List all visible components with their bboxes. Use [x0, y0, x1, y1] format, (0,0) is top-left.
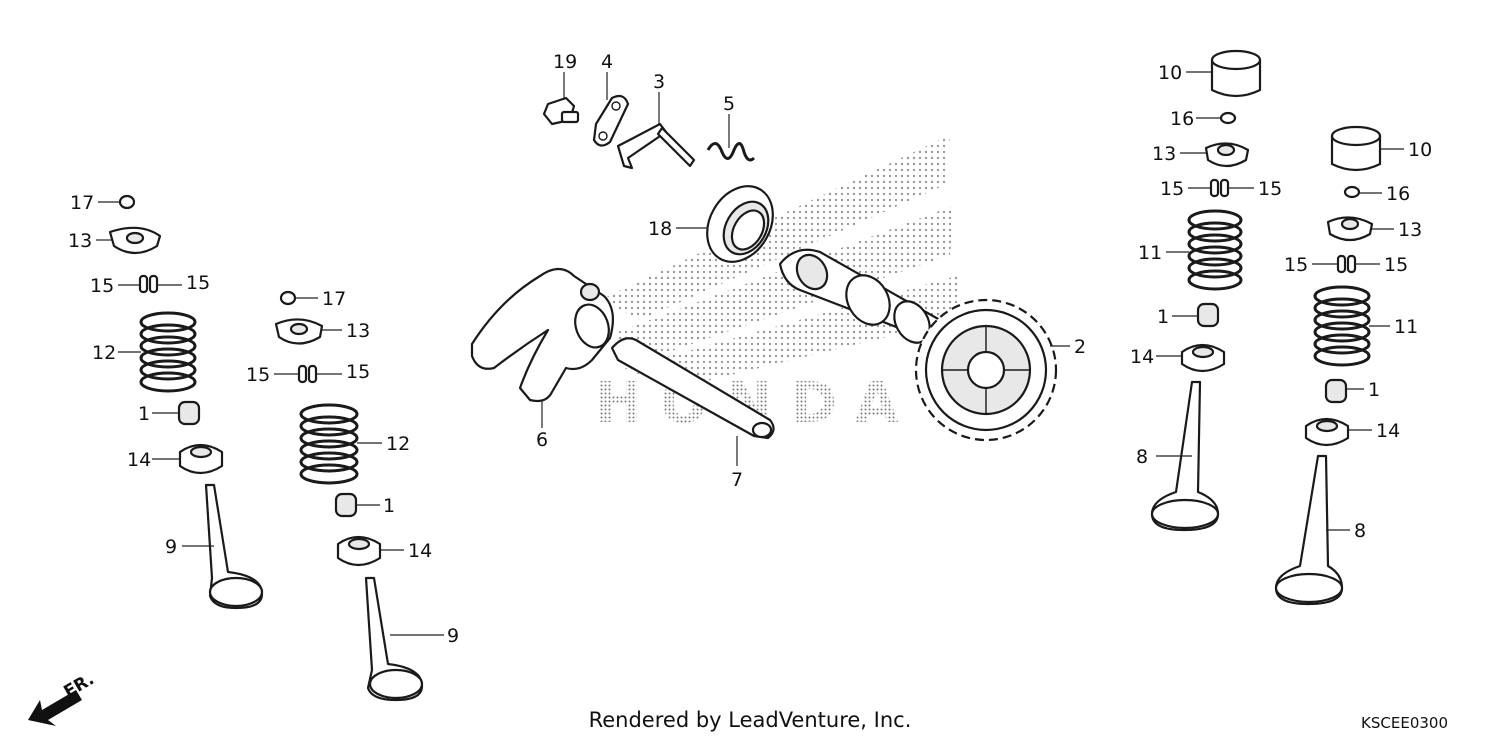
cotters-15c	[1209, 178, 1230, 198]
valve-9a	[204, 483, 264, 610]
seat-14c	[1180, 343, 1226, 373]
label-15-left-a1: 15	[90, 275, 114, 297]
cotters-15a	[138, 274, 159, 294]
diagram-code: KSCEE0300	[1361, 714, 1448, 732]
cam-sprocket-2	[914, 298, 1058, 442]
label-15-left-b1: 15	[246, 364, 270, 386]
label-16-right-b: 16	[1386, 183, 1410, 205]
label-6: 6	[536, 429, 548, 451]
spring-11a	[1187, 209, 1243, 291]
camshaft	[778, 248, 942, 344]
seat-14d	[1304, 417, 1350, 447]
tappet-10b	[1330, 125, 1382, 172]
honda-watermark: HONDA	[595, 135, 960, 436]
label-13-left-b: 13	[346, 320, 370, 342]
label-11-right-b: 11	[1394, 316, 1418, 338]
label-1-left-a: 1	[138, 403, 150, 425]
label-10-right-a: 10	[1158, 62, 1182, 84]
spring-12a	[139, 311, 197, 393]
label-14-right-a: 14	[1130, 346, 1154, 368]
label-3: 3	[653, 71, 665, 93]
bolt-19	[542, 96, 580, 126]
right-valve-assembly-b	[1274, 125, 1382, 606]
retainer-13b	[274, 318, 324, 345]
valve-9b	[364, 576, 424, 702]
spring-5	[706, 142, 756, 162]
arrow-left-down-icon	[28, 690, 82, 726]
bearing-18	[706, 185, 774, 263]
label-14-left-b: 14	[408, 540, 432, 562]
cotters-15d	[1336, 254, 1357, 274]
label-15-left-b2: 15	[346, 361, 370, 383]
label-1-left-b: 1	[383, 495, 395, 517]
leader-lines	[96, 71, 1404, 636]
label-4: 4	[601, 51, 613, 73]
label-14-left-a: 14	[127, 449, 151, 471]
label-19: 19	[553, 51, 577, 73]
label-13-left-a: 13	[68, 230, 92, 252]
right-valve-assembly-a	[1150, 49, 1262, 532]
left-valve-assembly-b	[274, 290, 424, 702]
label-15-right-a1: 15	[1160, 178, 1184, 200]
label-18: 18	[648, 218, 672, 240]
seal-1a	[177, 400, 201, 426]
part-labels: 17 13 15 15 12 1 14 9 17 13 15 15 12 1 1…	[68, 51, 1432, 647]
label-7: 7	[731, 469, 743, 491]
label-15-right-b2: 15	[1384, 254, 1408, 276]
label-16-right-a: 16	[1170, 108, 1194, 130]
label-1-right-a: 1	[1157, 306, 1169, 328]
label-1-right-b: 1	[1368, 379, 1380, 401]
decomp-shaft-3	[616, 122, 696, 170]
seal-1c	[1196, 302, 1220, 328]
rocker-arm-6	[470, 267, 615, 403]
plate-4	[592, 94, 630, 147]
label-2: 2	[1074, 336, 1086, 358]
label-17-left-b: 17	[322, 288, 346, 310]
label-10-right-b: 10	[1408, 139, 1432, 161]
spring-11b	[1313, 285, 1371, 367]
rocker-shaft-7	[610, 337, 775, 440]
seat-14b	[336, 535, 382, 567]
render-credit: Rendered by LeadVenture, Inc.	[588, 708, 912, 732]
spring-12b	[299, 403, 359, 485]
label-15-right-b1: 15	[1284, 254, 1308, 276]
label-8-right-b: 8	[1354, 520, 1366, 542]
label-8-right-a: 8	[1136, 446, 1148, 468]
label-12-left-a: 12	[92, 342, 116, 364]
label-17-left-a: 17	[70, 192, 94, 214]
label-5: 5	[723, 93, 735, 115]
label-9-left-b: 9	[447, 625, 459, 647]
valve-8b	[1274, 454, 1344, 606]
seal-1d	[1324, 378, 1348, 404]
label-9-left-a: 9	[165, 536, 177, 558]
label-13-right-b: 13	[1398, 219, 1422, 241]
seal-1b	[334, 492, 358, 518]
retainer-13d	[1326, 216, 1374, 242]
tappet-10a	[1210, 49, 1262, 98]
cotters-15b	[297, 364, 318, 384]
label-12-left-b: 12	[386, 433, 410, 455]
label-15-right-a2: 15	[1258, 178, 1282, 200]
retainer-13c	[1204, 142, 1250, 168]
label-11-right-a: 11	[1138, 242, 1162, 264]
seat-14a	[178, 443, 224, 475]
left-valve-assembly-a	[108, 194, 264, 610]
label-13-right-a: 13	[1152, 143, 1176, 165]
label-15-left-a2: 15	[186, 272, 210, 294]
label-14-right-b: 14	[1376, 420, 1400, 442]
retainer-13a	[108, 226, 162, 255]
